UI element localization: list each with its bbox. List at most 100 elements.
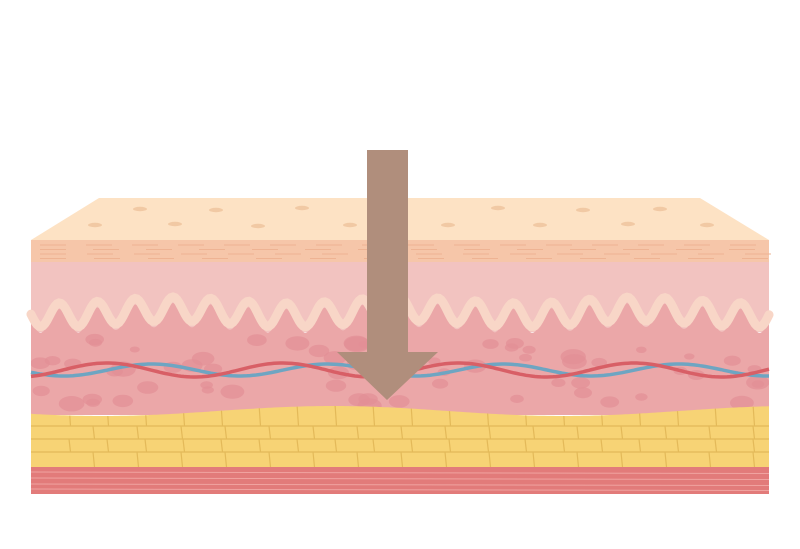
fat-cell-line: [444, 425, 448, 440]
muscle-fibers: [30, 471, 770, 491]
fat-cell-grid: [31, 406, 769, 467]
fat-cell-line: [372, 406, 376, 427]
fat-cell-line: [136, 451, 140, 467]
skin-pore: [576, 207, 590, 213]
dermis-cell: [635, 393, 648, 401]
fat-cell-line: [136, 425, 140, 440]
dermis-cell: [247, 334, 267, 346]
fat-cell-line: [106, 438, 110, 453]
muscle-fiber: [30, 483, 770, 486]
fat-cell-line: [532, 425, 536, 440]
fat-cell-line: [258, 438, 262, 453]
fat-cell-line: [400, 425, 404, 440]
fat-cell-line: [488, 425, 492, 440]
fat-cell-line: [224, 451, 228, 467]
dermis-cell: [751, 380, 765, 388]
fat-cell-line: [532, 451, 536, 467]
fat-cell-line: [180, 451, 184, 467]
dermis-cell: [723, 355, 741, 366]
fat-cell-line: [524, 438, 528, 453]
dermis-cell: [482, 339, 499, 349]
skin-pore: [621, 221, 635, 227]
fat-cell-line: [372, 438, 376, 453]
fat-cell-line: [576, 451, 580, 467]
fat-cell-line: [620, 425, 624, 440]
fat-cell-line: [220, 438, 224, 453]
skin-pore: [343, 222, 357, 228]
dermis-cell: [591, 357, 607, 368]
fat-cell-line: [182, 438, 186, 453]
dermis-cell: [137, 381, 159, 394]
dermis-cell: [571, 377, 590, 389]
fat-cell-line: [620, 451, 624, 467]
dermis-cell: [510, 394, 524, 403]
fat-cell-line: [312, 425, 316, 440]
skin-pore: [700, 222, 714, 228]
skin-pore: [653, 206, 667, 212]
fat-cell-line: [400, 451, 404, 467]
dermis-cell: [191, 351, 215, 366]
skin-pores: [88, 205, 714, 229]
fat-cell-line: [410, 438, 414, 453]
fat-cell-line: [268, 451, 272, 467]
fat-cell-line: [144, 438, 148, 453]
fat-cell-line: [664, 425, 668, 440]
dermis-cell: [519, 353, 532, 362]
fat-cell-line: [334, 406, 338, 427]
fat-cell-line: [356, 451, 360, 467]
dermis-cell: [31, 357, 50, 369]
dermis-cell: [129, 346, 140, 353]
skin-pore: [251, 223, 265, 229]
dermis-cell: [428, 357, 441, 365]
dermis-cell: [636, 346, 647, 353]
subcutaneous-fat-layer: [31, 406, 769, 467]
skin-pore: [209, 207, 223, 213]
dermis-cell: [325, 379, 347, 392]
skin-pore: [441, 222, 455, 228]
dermis-cell: [86, 398, 100, 407]
fat-cell-line: [708, 451, 712, 467]
fat-cell-line: [752, 425, 756, 440]
fat-cell-line: [600, 438, 604, 453]
fat-cell-line: [708, 425, 712, 440]
fat-cell-line: [676, 438, 680, 453]
dermis-cell: [730, 395, 754, 410]
fat-cell-line: [486, 438, 490, 453]
dermis-cell: [112, 394, 134, 408]
dermis-cell: [285, 336, 310, 351]
fat-cell-line: [180, 425, 184, 440]
dermis-cell: [562, 354, 587, 370]
fat-cell-line: [296, 406, 300, 427]
skin-pore: [88, 222, 102, 228]
dermis-cell: [348, 393, 370, 407]
muscle-fiber: [30, 471, 770, 474]
muscle-fiber: [30, 477, 770, 480]
skin-pore: [491, 205, 505, 211]
dermis-cell: [220, 384, 245, 399]
fat-cell-line: [92, 425, 96, 440]
fat-cell-line: [448, 438, 452, 453]
fat-cell-line: [576, 425, 580, 440]
fat-cell-line: [752, 451, 756, 467]
fat-cell-line: [296, 438, 300, 453]
dermis-cell: [58, 396, 85, 412]
dermis-cell: [432, 378, 449, 389]
skin-pore: [295, 205, 309, 211]
fat-cell-line: [752, 438, 756, 453]
fat-cell-line: [664, 451, 668, 467]
dermis-cell: [574, 387, 592, 399]
fat-cell-line: [312, 451, 316, 467]
skin-pore: [168, 221, 182, 227]
skin-pore: [533, 222, 547, 228]
fat-cell-line: [268, 425, 272, 440]
dermis-cell: [89, 338, 102, 347]
dermis-cell: [32, 385, 50, 397]
muscle-fiber: [30, 488, 770, 491]
dermis-cell: [201, 386, 214, 394]
fat-cell-line: [92, 451, 96, 467]
fat-cell-line: [714, 438, 718, 453]
dermis-cell: [343, 335, 370, 351]
epidermis-lines: [40, 244, 771, 259]
fat-cell-line: [488, 451, 492, 467]
